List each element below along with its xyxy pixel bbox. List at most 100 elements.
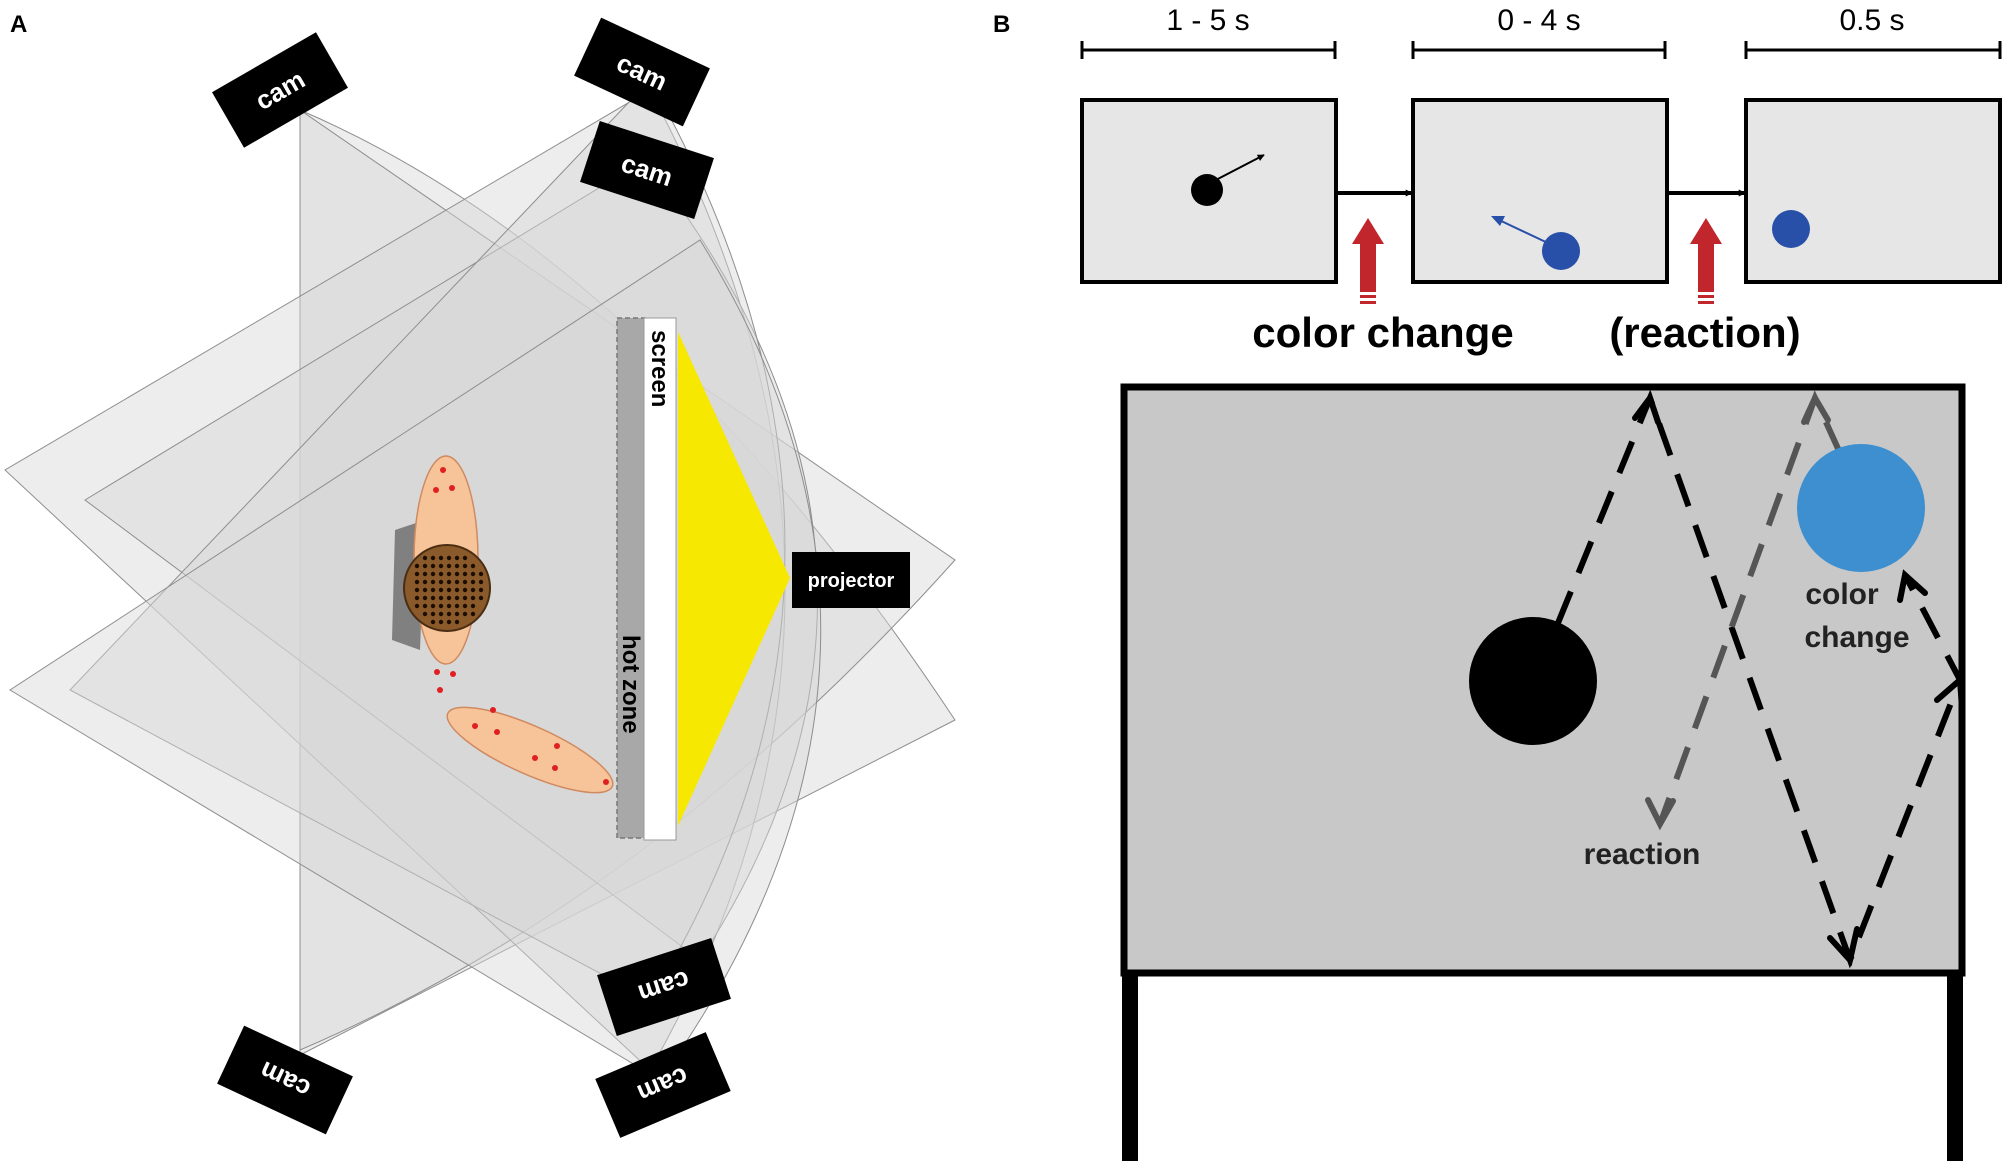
head-marker-dot — [470, 595, 476, 601]
head-marker-dot — [454, 603, 460, 609]
head-marker-dot — [446, 619, 452, 625]
event-arrow-reaction — [1690, 218, 1722, 304]
body-marker — [554, 743, 560, 749]
body-marker — [603, 779, 609, 785]
head-marker-dot — [470, 563, 476, 569]
camera-top-right-upper: cam — [574, 17, 710, 127]
panel-a-label: A — [10, 11, 27, 38]
head-marker-dot — [422, 571, 428, 577]
trial-timeline: 1 - 5 s 0 - 4 s 0.5 s — [1080, 4, 2002, 356]
duration-label-3: 0.5 s — [1839, 4, 1904, 37]
head-marker-dot — [414, 595, 420, 601]
head-marker-dot — [454, 555, 460, 561]
color-change-label-line2: change — [1804, 621, 1909, 654]
head-marker-dot — [422, 611, 428, 617]
head-marker-dot — [430, 563, 436, 569]
head-marker-dot — [438, 603, 444, 609]
black-trajectory-arrowheads — [1632, 391, 1965, 967]
body-marker — [552, 765, 558, 771]
body-marker — [440, 467, 446, 473]
projection-screen — [643, 317, 677, 841]
head-marker-dot — [430, 571, 436, 577]
head-marker-dot — [414, 603, 420, 609]
body-marker — [434, 669, 440, 675]
head-marker-dot — [430, 587, 436, 593]
blue-stimulus-dot — [1797, 444, 1925, 572]
head-marker-dot — [462, 595, 468, 601]
blue-dot-direction-head — [1491, 216, 1505, 226]
head-marker-dot — [414, 579, 420, 585]
head-marker-dot — [462, 611, 468, 617]
reaction-trajectory-arrowheads — [1645, 391, 1831, 831]
body-markers — [433, 467, 609, 785]
head-marker-dot — [462, 563, 468, 569]
frame-color-changed — [1411, 98, 1669, 284]
head-marker-dot — [422, 603, 428, 609]
head-marker-dot — [414, 571, 420, 577]
head-marker-dot — [470, 587, 476, 593]
head-marker-dot — [438, 555, 444, 561]
duration-label-2: 0 - 4 s — [1497, 4, 1580, 37]
blue-dot-stopped — [1772, 210, 1810, 248]
head-marker-dot — [454, 619, 460, 625]
head-marker-dot — [470, 611, 476, 617]
head-marker-dot — [462, 603, 468, 609]
color-change-label-line1: color — [1805, 578, 1879, 611]
head-marker-dot — [438, 579, 444, 585]
head-marker-dot — [478, 579, 484, 585]
event-label-color-change: color change — [1252, 309, 1513, 356]
head-marker-dot — [454, 563, 460, 569]
hot-zone-strip — [616, 317, 646, 839]
screen-label: screen — [646, 330, 673, 407]
head-marker-dot — [422, 579, 428, 585]
camera-top-right-lower: cam — [580, 121, 714, 219]
head-marker-dot — [462, 587, 468, 593]
head-marker-dot — [478, 571, 484, 577]
head-marker-dot — [446, 555, 452, 561]
head-marker-dot — [454, 595, 460, 601]
head-marker-dot — [454, 579, 460, 585]
head-marker-dot — [438, 587, 444, 593]
body-marker — [450, 671, 456, 677]
head-marker-dot — [462, 579, 468, 585]
head-marker-dot — [446, 587, 452, 593]
head-marker-dot — [446, 611, 452, 617]
blue-dot-direction — [1496, 218, 1551, 245]
body-marker — [490, 707, 496, 713]
head-marker-dot — [446, 563, 452, 569]
head-marker-dot — [470, 571, 476, 577]
head-marker-dot — [430, 619, 436, 625]
head-marker-dot — [462, 555, 468, 561]
event-arrow-color-change — [1352, 218, 1384, 304]
head-marker-dot — [462, 571, 468, 577]
projector-label: projector — [808, 570, 895, 592]
body-marker — [472, 723, 478, 729]
head-marker-dot — [478, 595, 484, 601]
body-marker — [437, 687, 443, 693]
reaction-label: reaction — [1584, 838, 1701, 871]
head-marker-dot — [438, 611, 444, 617]
head-marker-dot — [430, 555, 436, 561]
black-stimulus-dot — [1469, 617, 1597, 745]
head-marker-dot — [438, 595, 444, 601]
head-marker-dot — [438, 571, 444, 577]
body-marker — [449, 485, 455, 491]
blue-dot-moving — [1542, 232, 1580, 270]
projector-beam — [678, 332, 790, 826]
projector — [792, 552, 910, 608]
frame-dot-stopped — [1744, 98, 2002, 284]
head-marker-dot — [446, 579, 452, 585]
head-marker-dot — [470, 603, 476, 609]
head-marker-dot — [414, 563, 420, 569]
head-marker-dot — [446, 571, 452, 577]
head-marker-dot — [454, 611, 460, 617]
setup-top-view: screen hot zone projector — [4, 17, 956, 1138]
head-marker-dot — [438, 563, 444, 569]
head-marker-dot — [430, 579, 436, 585]
head-marker-dot — [422, 587, 428, 593]
animal-top-view — [392, 455, 614, 794]
hot-zone-label: hot zone — [617, 635, 644, 734]
body-marker — [532, 755, 538, 761]
event-label-reaction: (reaction) — [1609, 309, 1800, 356]
black-dot-direction — [1211, 154, 1265, 183]
